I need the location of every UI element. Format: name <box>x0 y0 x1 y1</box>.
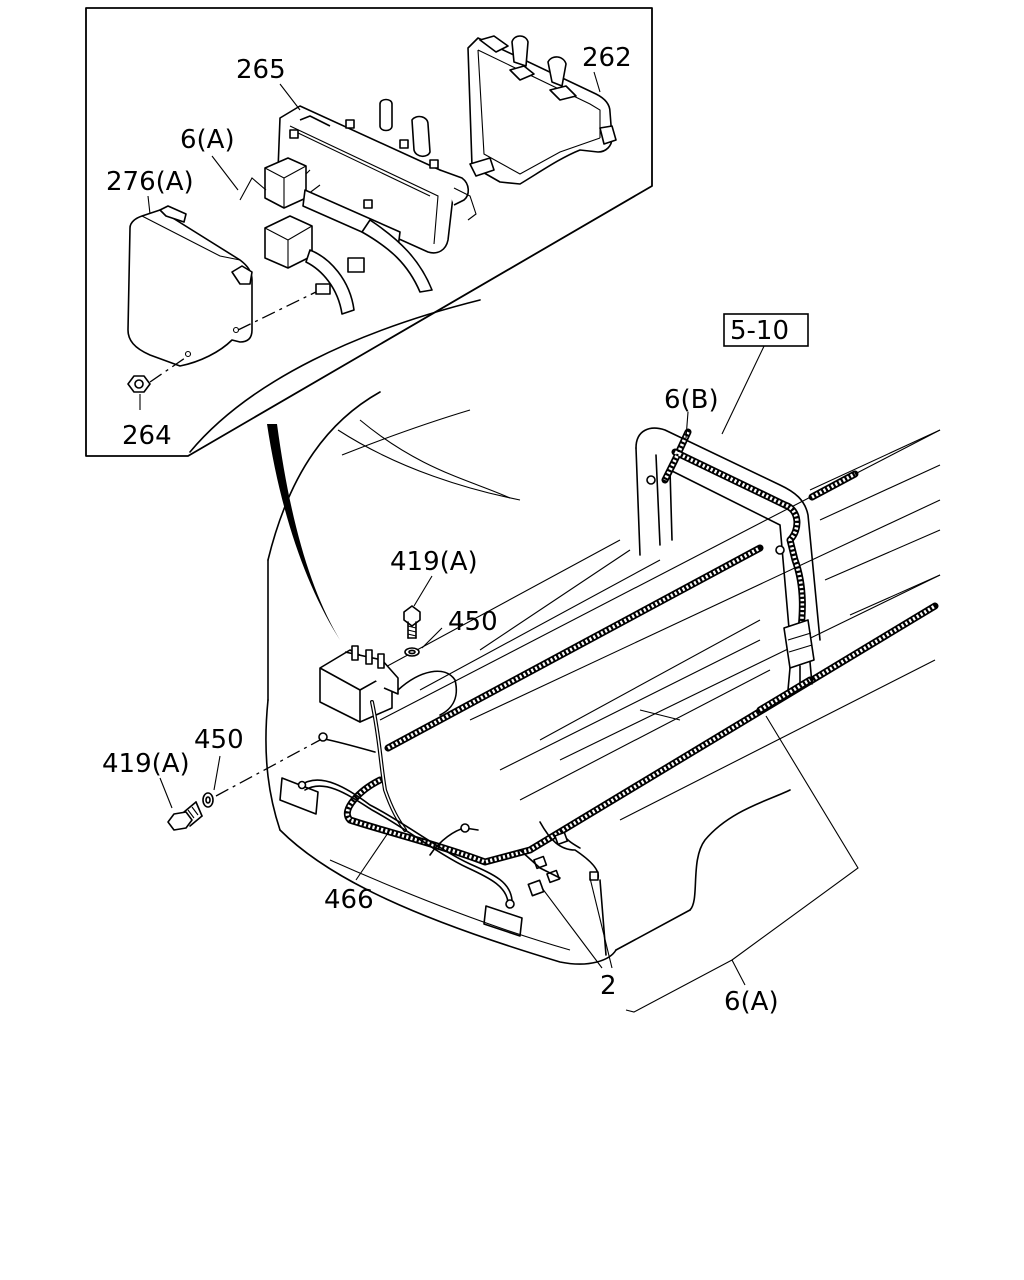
wiring-harness-6b <box>646 428 815 714</box>
callout-466: 466 <box>324 885 374 915</box>
callout-264: 264 <box>122 421 172 451</box>
rear-frame-outline <box>635 427 941 641</box>
callout-419a-top: 419(A) <box>390 547 478 577</box>
reference-box: 5-10 <box>723 313 809 347</box>
callout-276a: 276(A) <box>106 167 194 197</box>
callout-450-top: 450 <box>448 607 498 637</box>
callout-419a-left: 419(A) <box>102 749 190 779</box>
bolt-419a-top <box>403 605 421 657</box>
callout-2: 2 <box>600 971 617 1001</box>
bolt-419a-left <box>167 739 321 831</box>
callout-450-left: 450 <box>194 725 244 755</box>
callout-6b: 6(B) <box>664 385 719 415</box>
module-small <box>297 645 515 909</box>
callouts: 265 262 6(A) 276(A) 264 6(B) 419(A) 450 … <box>102 43 779 1017</box>
callout-262: 262 <box>582 43 632 73</box>
wiring-harness-6a <box>343 470 939 866</box>
connectors-item-2 <box>519 821 599 897</box>
zoom-pointer <box>267 424 340 640</box>
callout-265: 265 <box>236 55 286 85</box>
cab-body-outline <box>189 299 941 965</box>
reference-box-label: 5-10 <box>730 316 789 346</box>
callout-6a-bottom: 6(A) <box>724 987 779 1017</box>
inset-detail <box>85 7 653 457</box>
callout-6a-inset: 6(A) <box>180 125 235 155</box>
leader-lines <box>139 71 859 1013</box>
